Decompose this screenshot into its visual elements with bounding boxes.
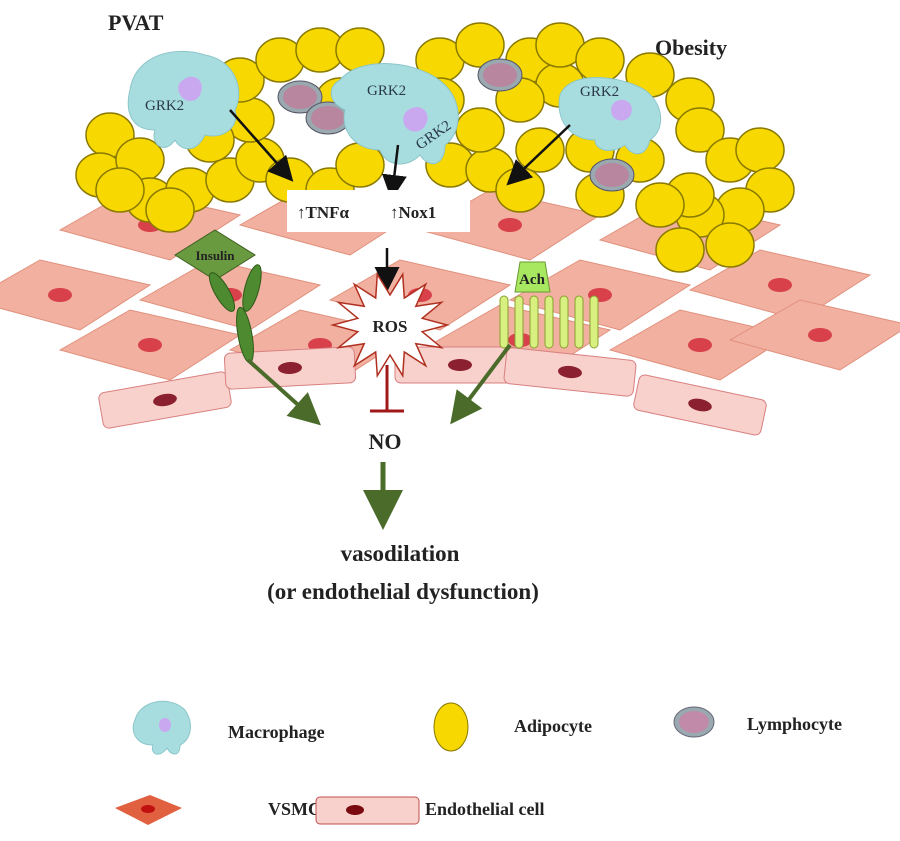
vsmc-cell (728, 299, 900, 371)
no-label: NO (369, 429, 402, 454)
vsmc-cell (608, 309, 792, 381)
vsmc-cell (0, 259, 152, 331)
legend-macrophage-icon (132, 700, 191, 755)
endothelial-dysfunction-label: (or endothelial dysfunction) (267, 579, 539, 604)
transmembrane-helix (514, 295, 524, 349)
arrow-macrophage-to-tnf (229, 109, 294, 182)
ros-label: ROS (373, 317, 408, 336)
legend-adipocyte-icon (433, 702, 469, 752)
endothelial-cell (394, 346, 526, 384)
grk2-label: GRK2 (580, 84, 619, 100)
adipocyte (655, 227, 705, 273)
obesity-title: Obesity (655, 35, 727, 60)
adipocyte (145, 187, 195, 233)
arrow-macrophage-to-cytokines (381, 144, 407, 200)
lymphocyte (477, 58, 523, 92)
grk2-label: GRK2 (145, 98, 184, 114)
ros-starburst (329, 271, 451, 379)
arrow-macrophage-to-nox (506, 124, 571, 186)
adipocyte (515, 127, 565, 173)
grk2-label: GRK2 (367, 83, 406, 99)
adipocyte (705, 222, 755, 268)
insulin-label: Insulin (195, 248, 235, 263)
adipocyte (675, 107, 725, 153)
legend-endothelial-icon (315, 796, 420, 825)
legend: Macrophage Adipocyte Lymphocyte VSMC End… (115, 700, 842, 825)
endothelial-cell (503, 347, 637, 397)
legend-adipocyte-label: Adipocyte (514, 716, 592, 736)
arrow-ach-to-no (450, 343, 512, 425)
insulin-receptor: Insulin (174, 229, 262, 364)
lymphocyte-group (277, 58, 635, 192)
arrow-insulin-to-no (246, 358, 321, 426)
endothelial-cell (633, 374, 767, 436)
adipocyte (735, 127, 785, 173)
pvat-title: PVAT (108, 10, 164, 35)
legend-endothelial-label: Endothelial cell (425, 799, 545, 819)
adipocyte (575, 37, 625, 83)
nox1-label: ↑Nox1 (390, 203, 436, 222)
legend-lymphocyte-icon (673, 706, 715, 738)
adipocyte-cluster (75, 22, 795, 273)
tnf-alpha-label: ↑TNFα (297, 203, 350, 222)
macrophage-left: GRK2 (127, 50, 240, 150)
lymphocyte (589, 158, 635, 192)
transmembrane-helix (574, 295, 584, 349)
macrophage-center: GRK2 GRK2 (330, 63, 459, 165)
legend-lymphocyte-label: Lymphocyte (747, 714, 842, 734)
legend-macrophage-label: Macrophage (228, 722, 325, 742)
lymphocyte (305, 101, 351, 135)
transmembrane-helix (559, 295, 569, 349)
ach-label: Ach (519, 272, 545, 288)
endothelial-layer (98, 346, 767, 436)
adipocyte (495, 167, 545, 213)
adipocyte (95, 167, 145, 213)
lymphocyte (277, 80, 323, 114)
transmembrane-helix (544, 295, 554, 349)
adipocyte (455, 22, 505, 68)
cytokine-box (287, 190, 470, 232)
legend-vsmc-label: VSMC (268, 799, 321, 819)
endothelial-cell (98, 371, 232, 429)
vasodilation-label: vasodilation (341, 541, 460, 566)
ach-receptor: Ach (499, 261, 599, 349)
adipocyte (455, 107, 505, 153)
macrophage-right: GRK2 (558, 77, 662, 155)
transmembrane-helix (499, 295, 509, 349)
legend-vsmc-icon (115, 795, 182, 825)
adipocyte (635, 182, 685, 228)
transmembrane-helix (589, 295, 599, 349)
transmembrane-helix (529, 295, 539, 349)
